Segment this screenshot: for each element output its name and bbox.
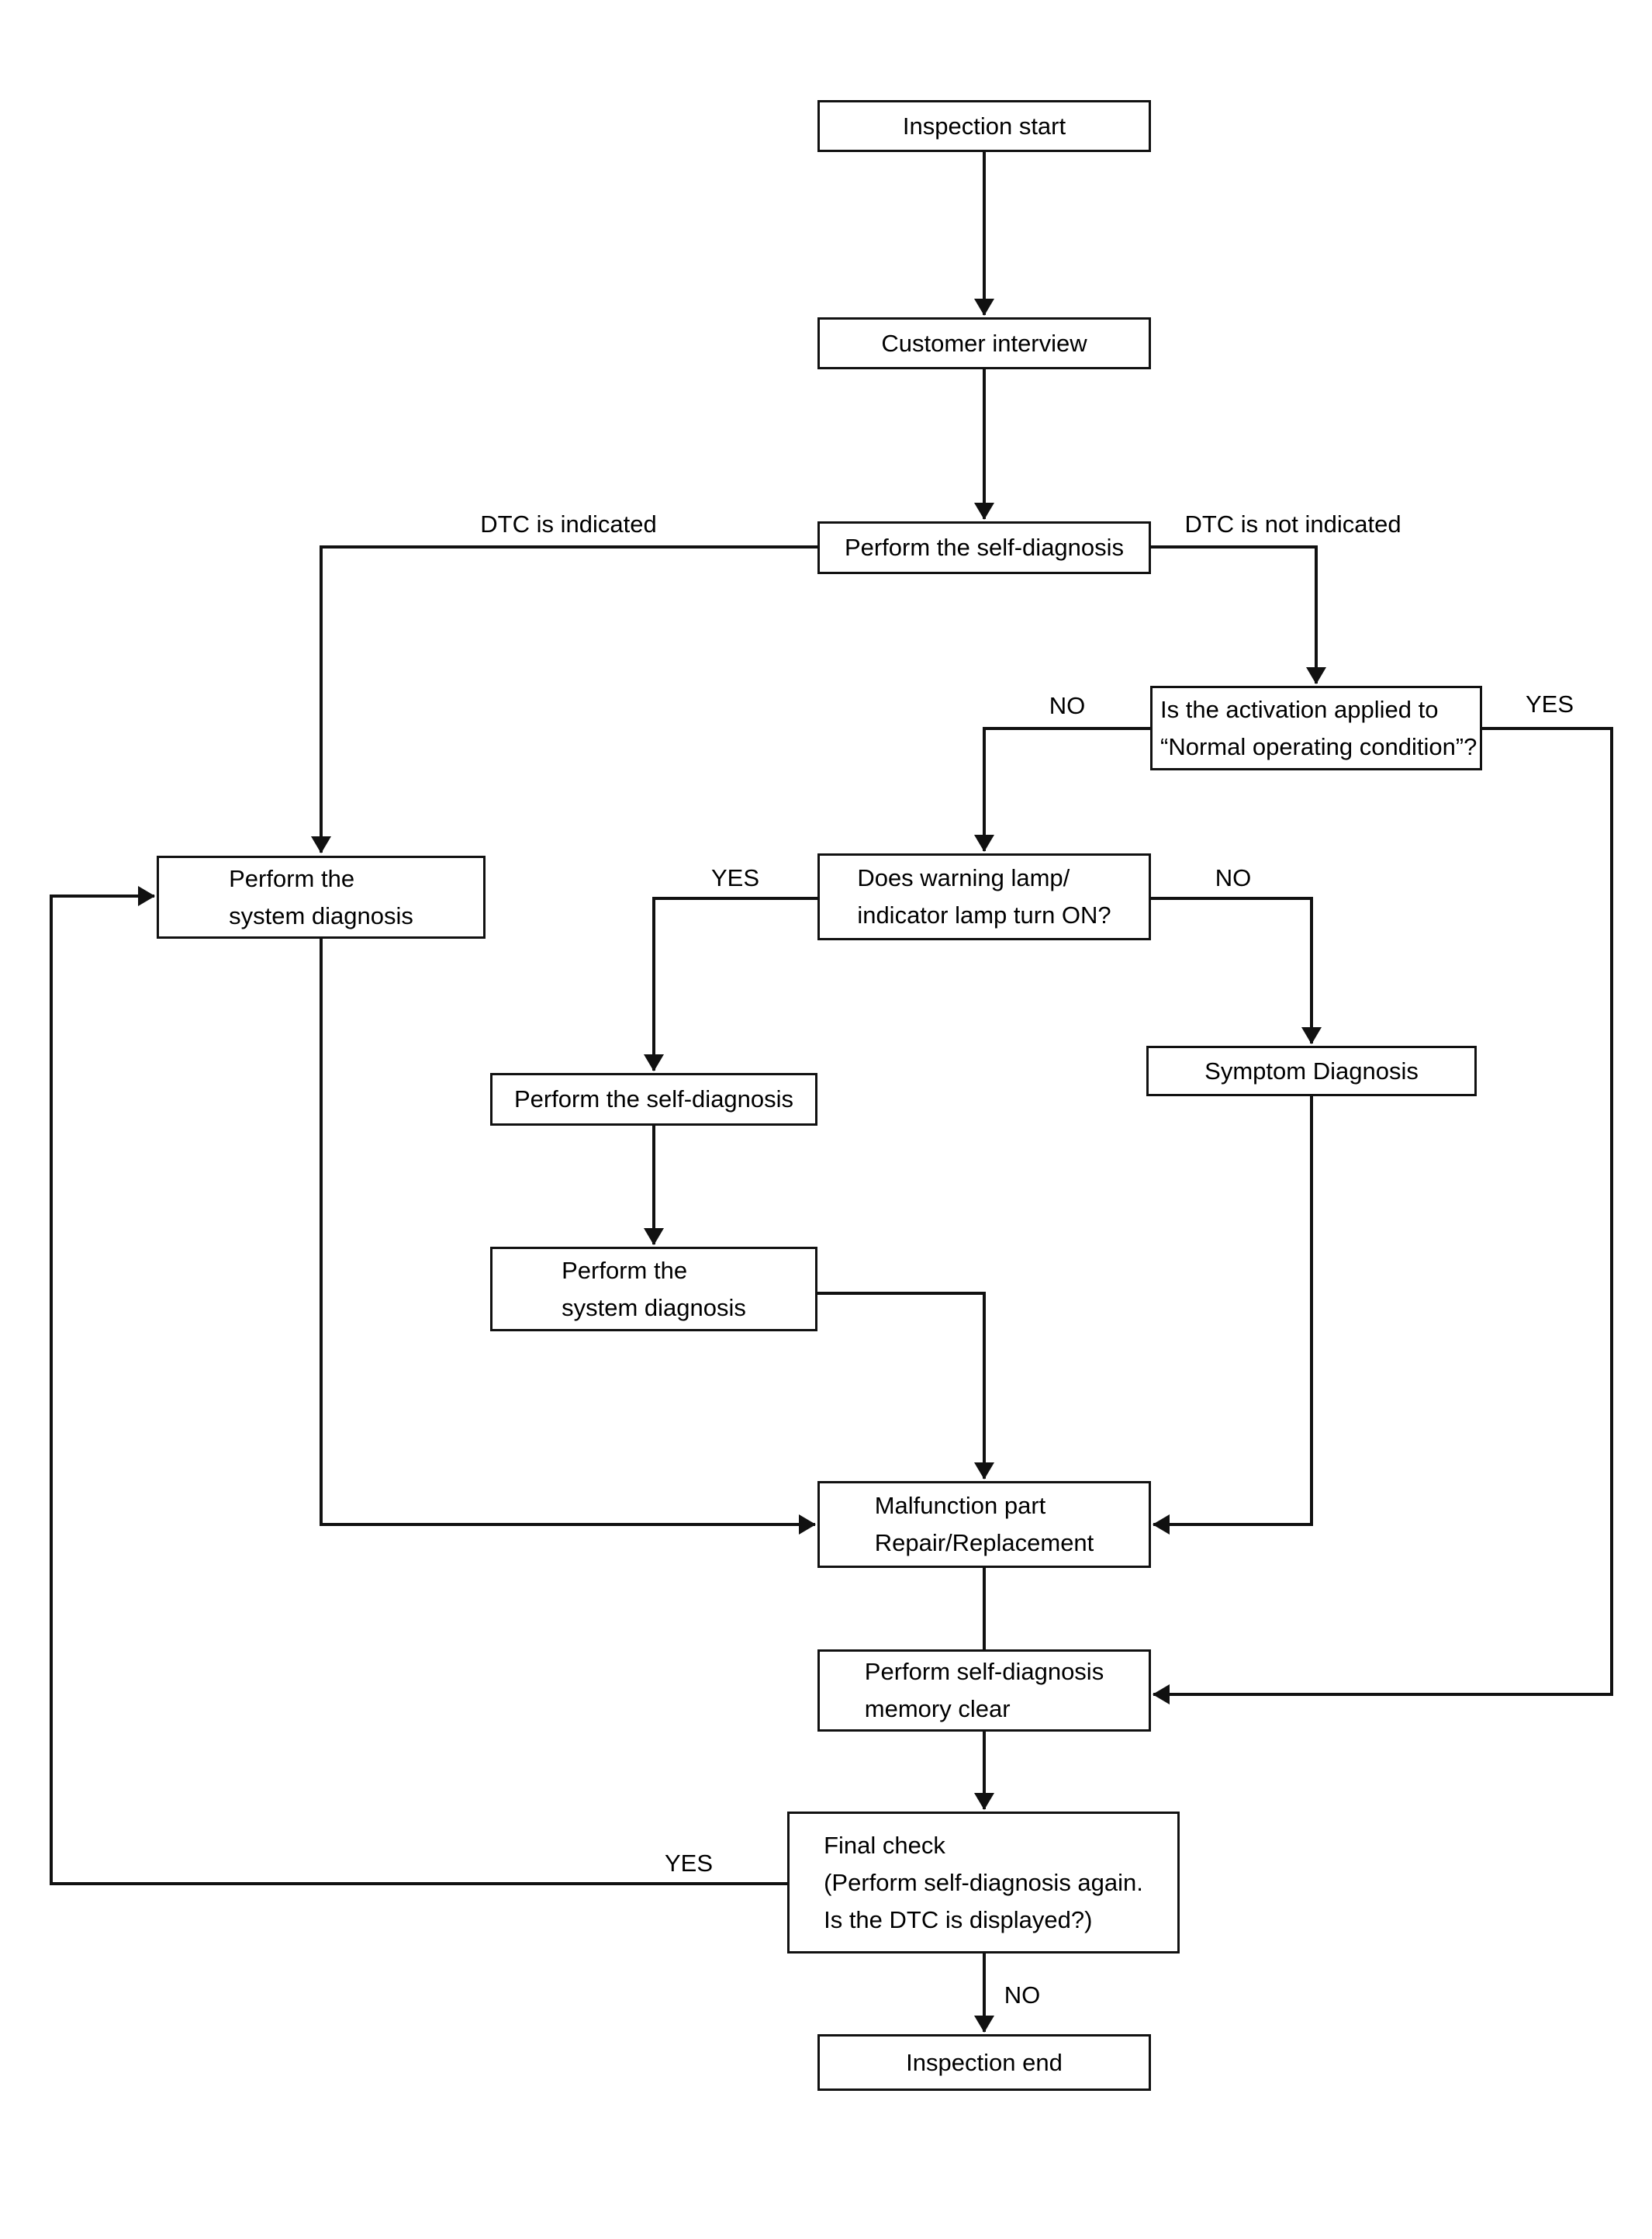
edge-dtc-indicated xyxy=(311,545,817,853)
edge-final-yes-feedback xyxy=(50,886,787,1885)
node-perform-system-diagnosis-mid-label: Perform the system diagnosis xyxy=(562,1256,746,1321)
node-perform-self-diagnosis-top: Perform the self-diagnosis xyxy=(817,521,1151,574)
edge-activation-no xyxy=(974,727,1150,852)
node-activation-question: Is the activation applied to “Normal ope… xyxy=(1150,686,1482,770)
node-customer-interview-label: Customer interview xyxy=(881,329,1087,357)
node-inspection-start-label: Inspection start xyxy=(902,112,1066,140)
node-warning-lamp-question: Does warning lamp/ indicator lamp turn O… xyxy=(817,853,1151,940)
node-inspection-end: Inspection end xyxy=(817,2034,1151,2091)
edge-leftdiag-to-repair xyxy=(320,938,816,1535)
edge-dtc-not-indicated xyxy=(1151,545,1326,684)
node-symptom-diagnosis: Symptom Diagnosis xyxy=(1146,1046,1477,1096)
label-warning-no: NO xyxy=(1215,864,1252,891)
node-malfunction-repair-label: Malfunction part Repair/Replacement xyxy=(874,1492,1094,1556)
label-final-yes: YES xyxy=(664,1850,714,1877)
node-warning-lamp-question-label: Does warning lamp/ indicator lamp turn O… xyxy=(857,864,1111,929)
label-warning-yes: YES xyxy=(710,864,760,891)
node-final-check: Final check (Perform self-diagnosis agai… xyxy=(787,1812,1180,1954)
label-activation-yes: YES xyxy=(1525,690,1574,718)
edge-warning-no xyxy=(1151,897,1322,1044)
label-dtc-indicated: DTC is indicated xyxy=(480,510,657,538)
node-perform-system-diagnosis-mid: Perform the system diagnosis xyxy=(490,1247,817,1331)
node-perform-self-diagnosis-mid: Perform the self-diagnosis xyxy=(490,1073,817,1126)
node-inspection-end-label: Inspection end xyxy=(906,2048,1063,2076)
node-customer-interview: Customer interview xyxy=(817,317,1151,369)
label-activation-no: NO xyxy=(1049,692,1086,719)
node-malfunction-repair: Malfunction part Repair/Replacement xyxy=(817,1481,1151,1568)
node-perform-system-diagnosis-left: Perform the system diagnosis xyxy=(157,856,486,939)
node-memory-clear: Perform self-diagnosis memory clear xyxy=(817,1649,1151,1732)
node-perform-self-diagnosis-top-label: Perform the self-diagnosis xyxy=(844,534,1125,561)
label-dtc-not-indicated: DTC is not indicated xyxy=(1184,510,1401,538)
node-activation-question-label: Is the activation applied to “Normal ope… xyxy=(1160,695,1477,760)
edge-sysdiag-to-repair xyxy=(817,1292,994,1479)
edge-activation-yes-long xyxy=(1153,727,1613,1704)
label-final-no: NO xyxy=(1004,1981,1041,2009)
node-perform-system-diagnosis-left-label: Perform the system diagnosis xyxy=(229,864,413,929)
node-memory-clear-label: Perform self-diagnosis memory clear xyxy=(864,1658,1104,1722)
node-final-check-label: Final check (Perform self-diagnosis agai… xyxy=(824,1831,1143,1933)
edge-warning-yes xyxy=(644,897,817,1071)
edge-symptom-to-repair xyxy=(1153,1096,1313,1535)
node-perform-self-diagnosis-mid-label: Perform the self-diagnosis xyxy=(513,1085,794,1113)
node-inspection-start: Inspection start xyxy=(817,100,1151,152)
node-symptom-diagnosis-label: Symptom Diagnosis xyxy=(1204,1057,1419,1085)
